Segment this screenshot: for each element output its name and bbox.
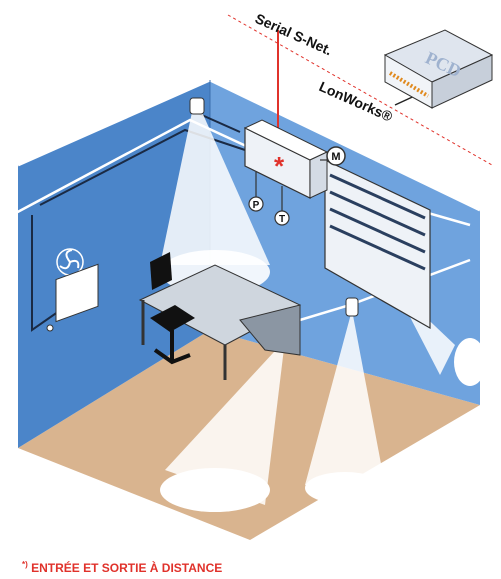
ceiling-light (190, 98, 204, 114)
controller-box-side (310, 152, 327, 198)
sensor-t-label: T (279, 214, 285, 225)
footnote-text: ENTRÉE ET SORTIE À DISTANCE (31, 561, 222, 575)
floor-light-right (346, 298, 358, 316)
lonworks-label: LonWorks® (317, 78, 396, 125)
controller-mark: * (274, 151, 285, 181)
footnote-marker: *) (22, 560, 28, 569)
motor-m-label: M (331, 151, 340, 163)
footnote: *) ENTRÉE ET SORTIE À DISTANCE (22, 560, 222, 575)
radiator-valve (47, 325, 53, 331)
light-pool-floor-right (305, 472, 385, 504)
sensor-p-label: P (253, 200, 260, 211)
light-pool-blinds (454, 338, 486, 386)
serial-label: Serial S-Net. (253, 10, 335, 58)
light-pool-floor-left (160, 468, 270, 512)
